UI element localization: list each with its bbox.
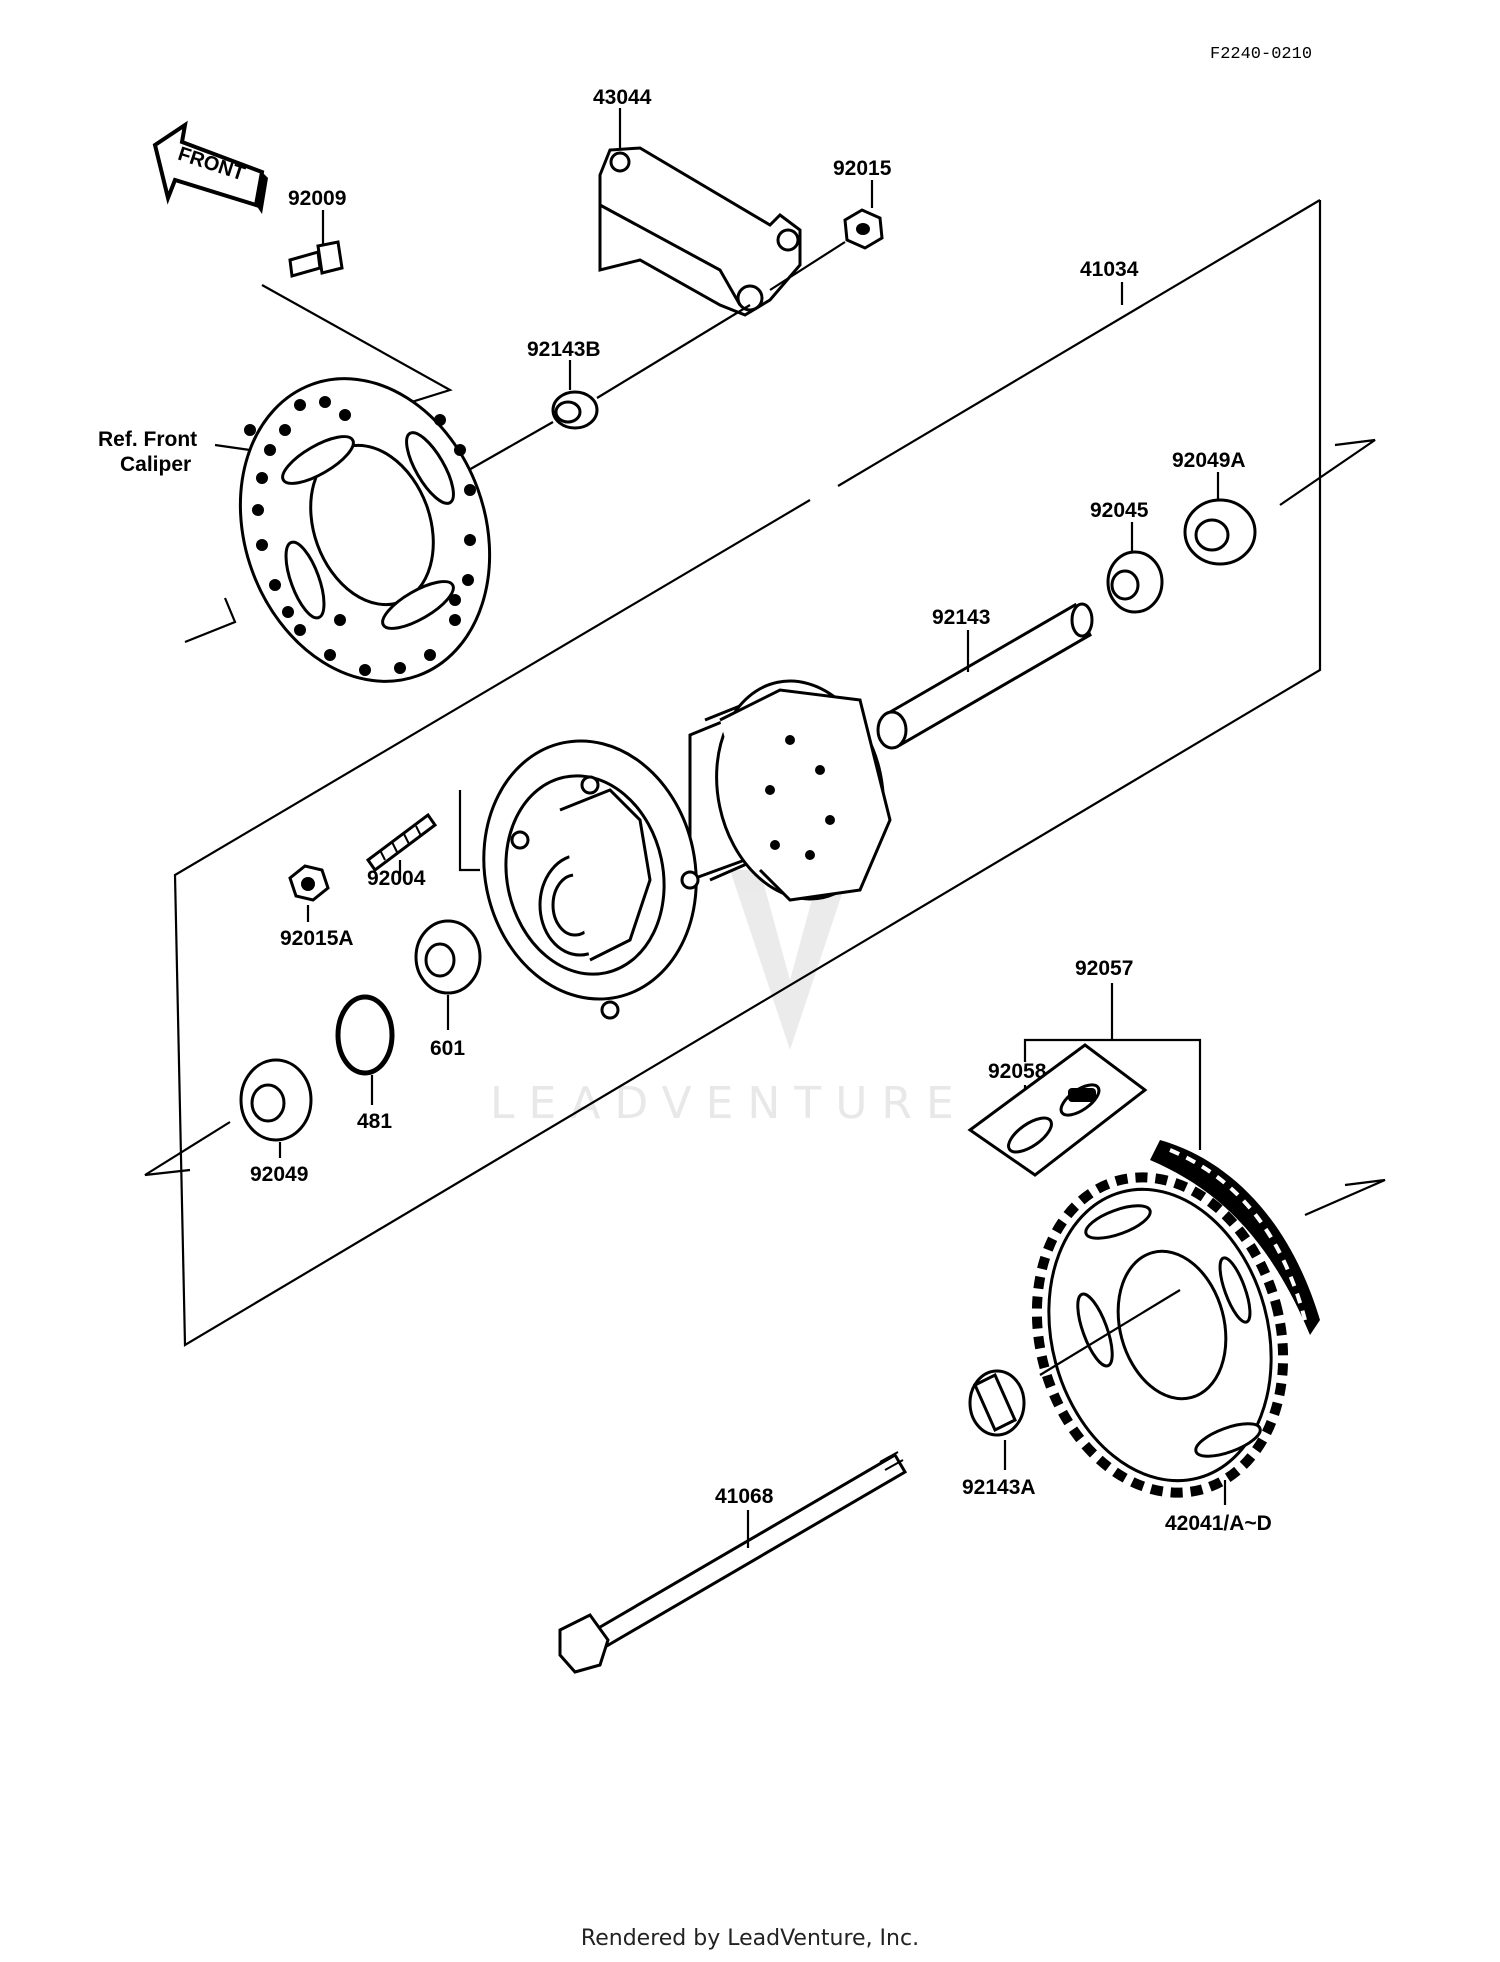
label-92015: 92015 [833, 157, 892, 180]
bearing-601 [414, 919, 482, 995]
seal-92049a [1183, 498, 1257, 566]
label-92004: 92004 [367, 867, 426, 890]
label-92009: 92009 [288, 187, 346, 210]
nut-92015 [843, 208, 884, 250]
leader-92004-route [458, 790, 480, 872]
drawing-code: F2240-0210 [1210, 45, 1312, 64]
label-41034: 41034 [1080, 258, 1139, 281]
spacer-92143 [876, 602, 1094, 750]
master-link-92058 [967, 1043, 1148, 1177]
nut-92015a [288, 864, 330, 902]
label-92143: 92143 [932, 606, 990, 629]
break-mark-right-bottom [1304, 1178, 1386, 1217]
label-42041: 42041/A~D [1165, 1512, 1272, 1535]
axis-line-sprocket [1039, 1289, 1181, 1376]
bolt-92009 [288, 240, 344, 278]
axis-line-92143b [596, 304, 751, 399]
sprocket-42041 [1031, 1172, 1289, 1498]
label-43044: 43044 [593, 86, 652, 109]
seal-92049 [239, 1058, 313, 1142]
caliper-bracket-43044 [598, 146, 802, 317]
label-481: 481 [357, 1110, 392, 1133]
front-arrow-icon: FRONT [152, 120, 268, 214]
break-mark-right-top [1279, 438, 1376, 506]
brake-disc [238, 377, 492, 683]
footer-credit: Rendered by LeadVenture, Inc. [581, 1926, 919, 1951]
axis-line-92015 [769, 241, 846, 291]
chain-92057 [1150, 1140, 1320, 1335]
stud-92004 [365, 812, 438, 873]
watermark-text: LEADVENTURE [490, 1078, 968, 1129]
break-mark-left-bottom [144, 1121, 231, 1177]
circlip-481 [335, 994, 395, 1076]
hub-assembly-frame [173, 200, 1322, 1347]
axle-41068 [558, 1451, 908, 1674]
label-92049a: 92049A [1172, 449, 1246, 472]
label-92058: 92058 [988, 1060, 1047, 1083]
rear-hub [482, 679, 892, 1020]
label-92049: 92049 [250, 1163, 308, 1186]
axis-line-disc [459, 421, 554, 476]
leader-ref-front-caliper [214, 443, 251, 452]
collar-92143b [551, 390, 599, 430]
label-92143a: 92143A [962, 1476, 1036, 1499]
collar-92143a [968, 1369, 1026, 1437]
label-41068: 41068 [715, 1485, 774, 1508]
label-92057: 92057 [1075, 957, 1133, 980]
break-mark-left-disc [184, 597, 237, 644]
bearing-92045 [1106, 550, 1164, 614]
label-ref-front-caliper-line1: Ref. Front [98, 428, 197, 451]
label-ref-front-caliper-line2: Caliper [120, 453, 191, 476]
label-92045: 92045 [1090, 499, 1149, 522]
label-601: 601 [430, 1037, 465, 1060]
label-92015a: 92015A [280, 927, 354, 950]
hub-assembly-frame-top [837, 199, 1321, 487]
label-92143b: 92143B [527, 338, 601, 361]
